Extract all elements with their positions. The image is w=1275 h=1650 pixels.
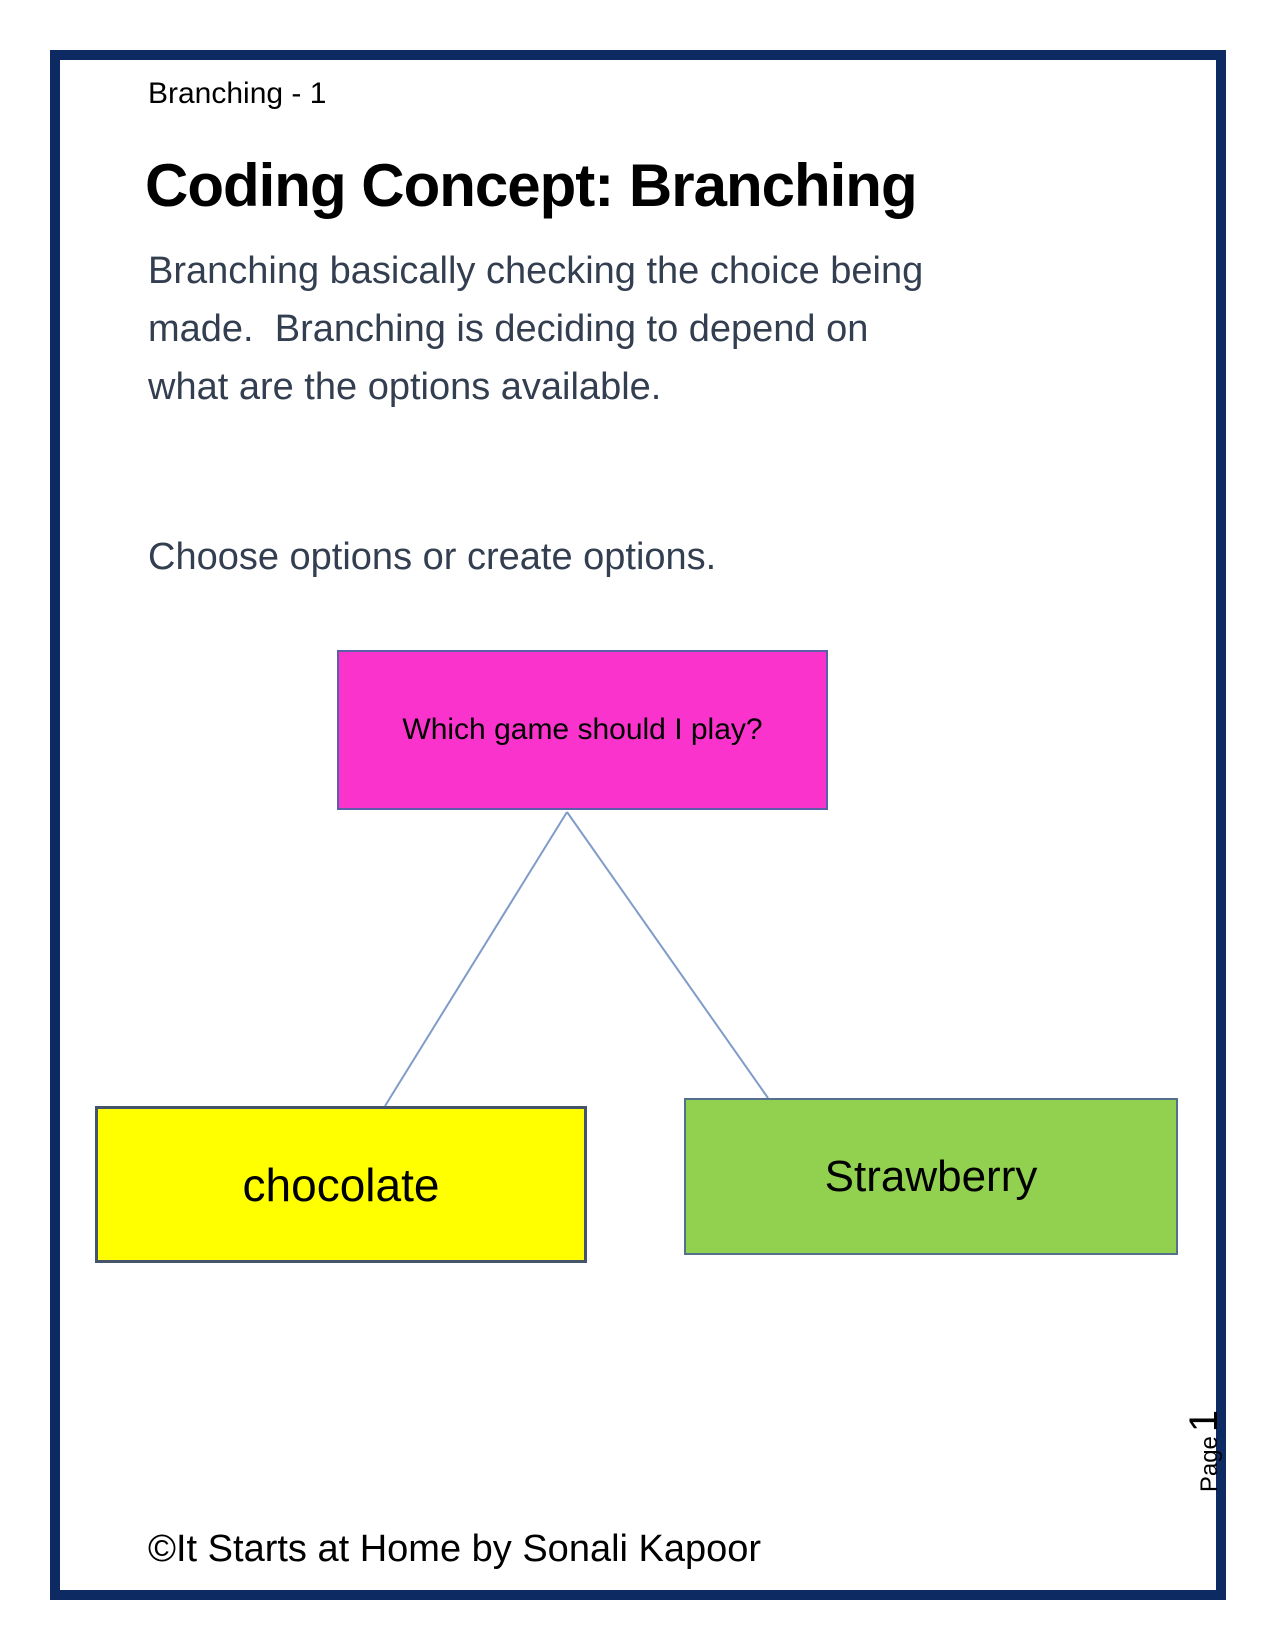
page-border-frame: [50, 50, 1226, 1600]
intro-paragraph: Branching basically checking the choice …: [148, 242, 1068, 416]
subheading: Choose options or create options.: [148, 536, 717, 578]
page-word-label: Page: [1196, 1436, 1223, 1493]
option-box-chocolate-label: chocolate: [242, 1158, 440, 1211]
option-box-strawberry: Strawberry: [684, 1098, 1178, 1255]
decision-box: Which game should I play?: [337, 650, 828, 810]
paragraph-line: made. Branching is deciding to depend on: [148, 308, 869, 350]
option-box-strawberry-label: Strawberry: [824, 1151, 1038, 1201]
paragraph-line: Branching basically checking the choice …: [148, 250, 924, 292]
footer-copyright: ©It Starts at Home by Sonali Kapoor: [148, 1528, 762, 1570]
paragraph-line: what are the options available.: [148, 366, 662, 408]
page-number-sidebar: Page 1: [1182, 1410, 1226, 1492]
page-title: Coding Concept: Branching: [145, 152, 918, 219]
decision-box-label: Which game should I play?: [402, 713, 763, 746]
page-number-value: 1: [1182, 1409, 1226, 1433]
option-box-chocolate: chocolate: [95, 1106, 587, 1263]
document-header: Branching - 1: [148, 77, 327, 110]
